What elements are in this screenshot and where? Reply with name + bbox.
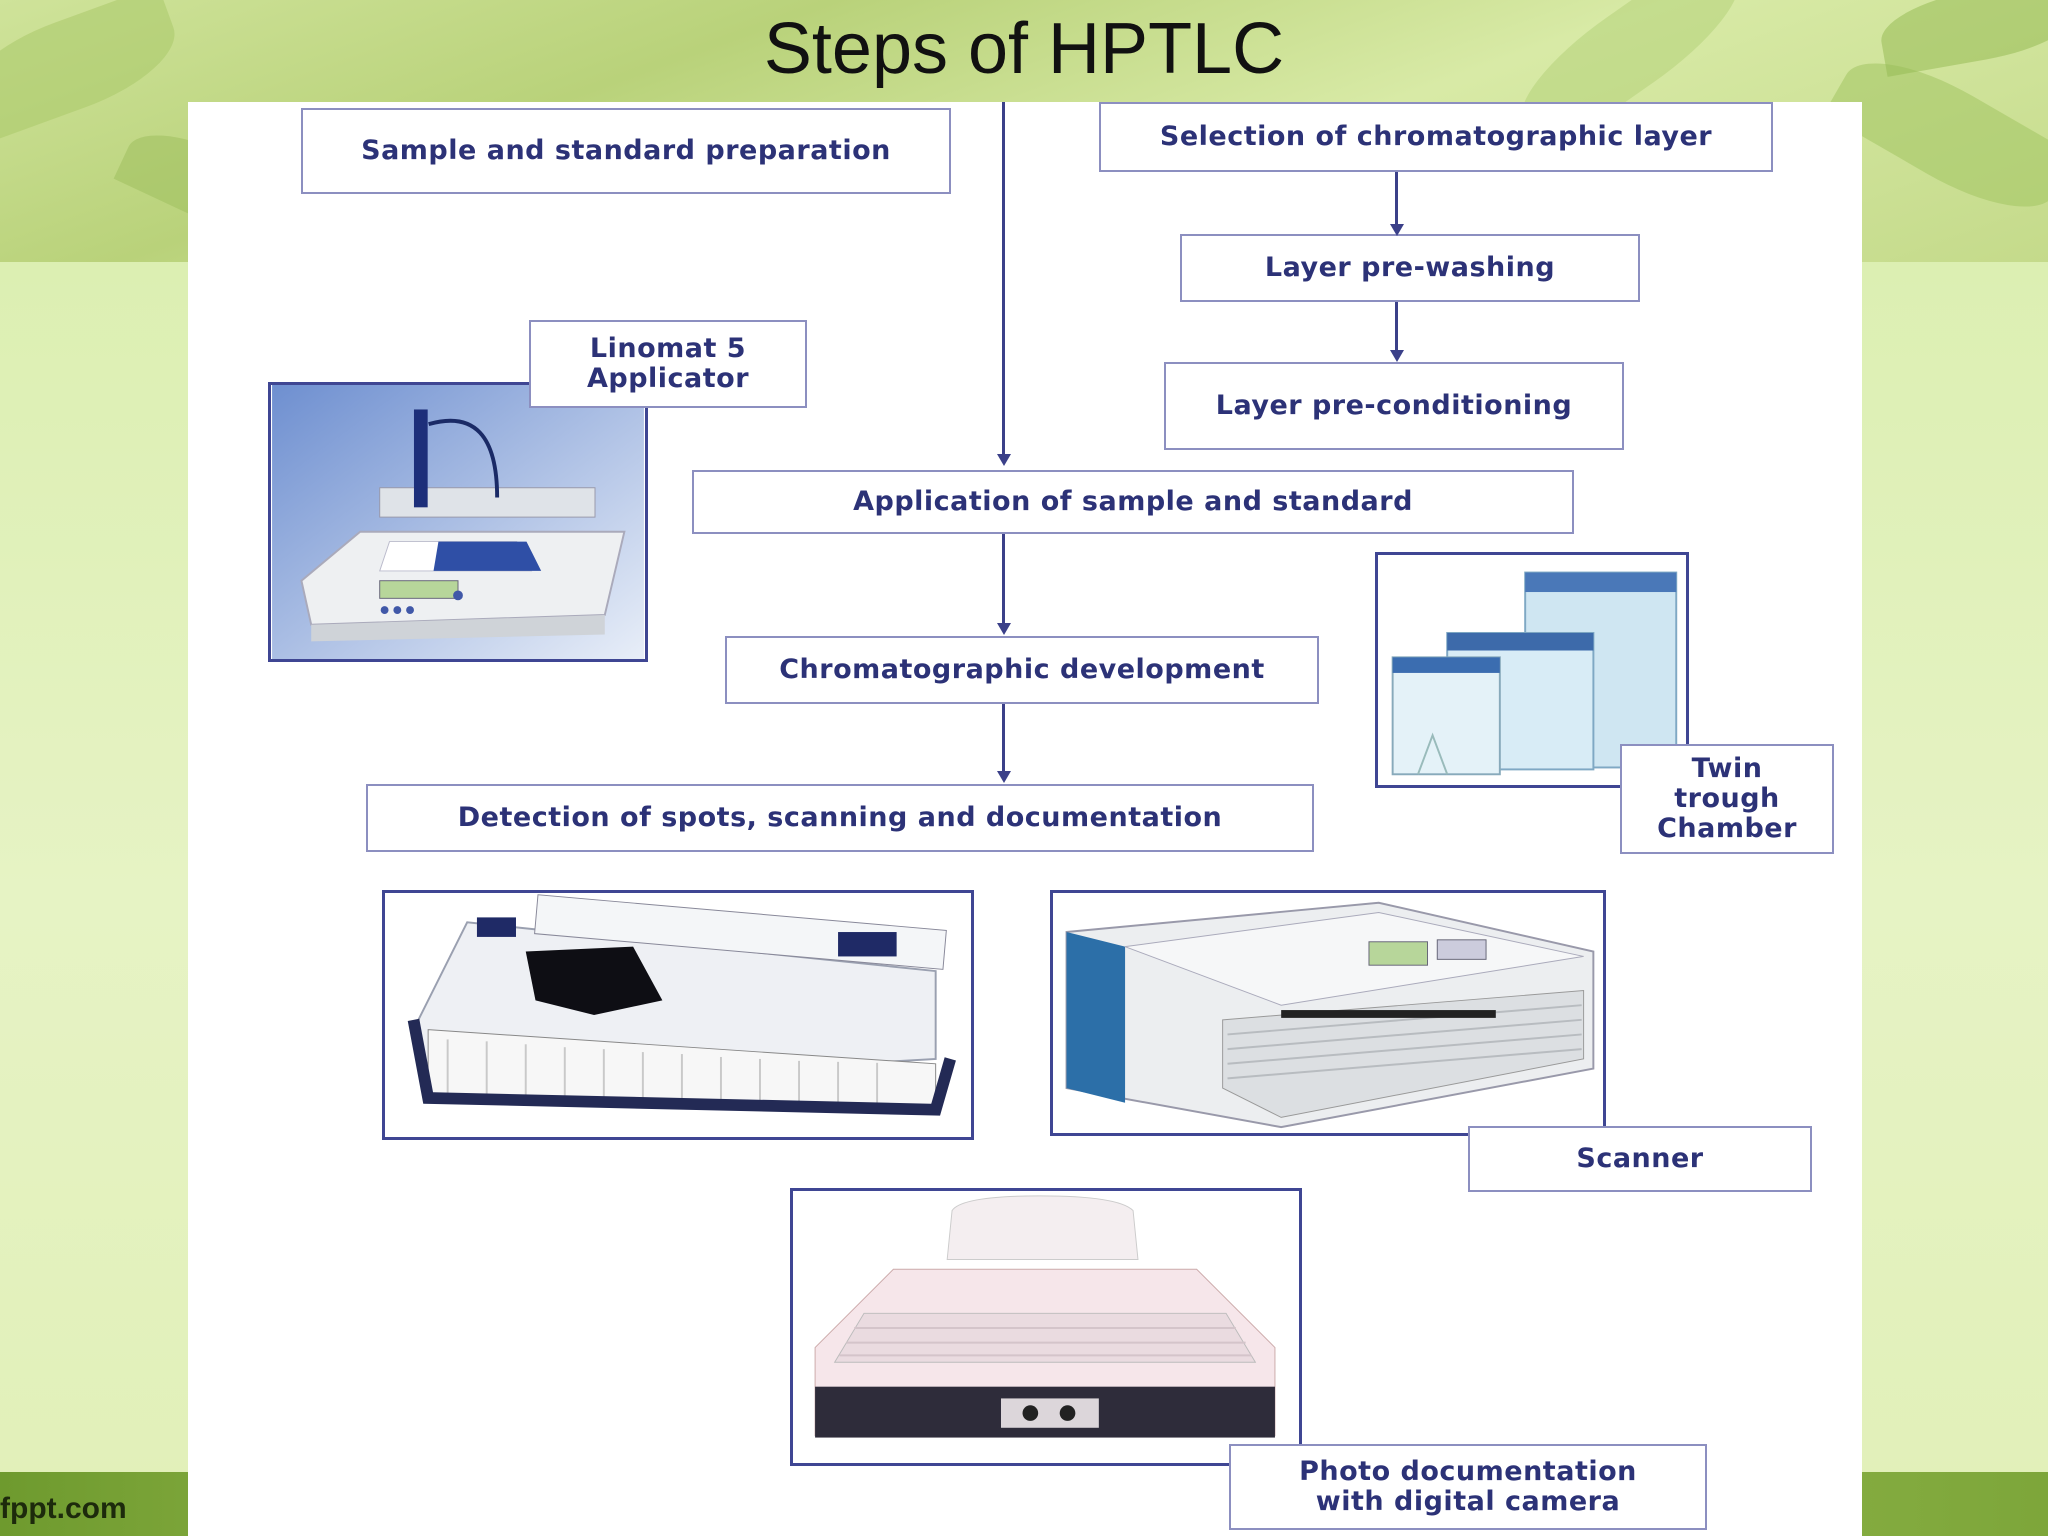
arrow-line [1002,102,1005,454]
step-chromatographic-development: Chromatographic development [725,636,1319,704]
step-sample-preparation: Sample and standard preparation [301,108,951,194]
label-chamber-line2: trough [1674,783,1780,814]
footer-brand: fppt.com [0,1492,127,1525]
label-chamber-line1: Twin [1691,753,1763,784]
label-scanner: Scanner [1468,1126,1812,1192]
photo-documentation-image [790,1188,1302,1466]
arrow-head [1390,224,1404,236]
arrow-head [1390,350,1404,362]
step-layer-preconditioning: Layer pre-conditioning [1164,362,1624,450]
label-photo-line1: Photo documentation [1299,1456,1637,1487]
label-photo-line2: with digital camera [1315,1486,1621,1517]
step-detection-documentation: Detection of spots, scanning and documen… [366,784,1314,852]
arrow-head [997,771,1011,783]
label-linomat-applicator: Linomat 5 Applicator [529,320,807,408]
step-layer-prewashing: Layer pre-washing [1180,234,1640,302]
twin-trough-chamber-image [1375,552,1689,788]
label-twin-trough-chamber: Twin trough Chamber [1620,744,1834,854]
label-linomat-line1: Linomat 5 [589,333,747,364]
arrow-head [997,623,1011,635]
arrow-line [1395,172,1398,226]
step-layer-selection: Selection of chromatographic layer [1099,102,1773,172]
slide-title: Steps of HPTLC [763,9,1285,89]
tlc-visualizer-image [382,890,974,1140]
step-sample-application: Application of sample and standard [692,470,1574,534]
label-linomat-line2: Applicator [586,363,750,394]
diagram-panel: Sample and standard preparation Selectio… [188,102,1862,1536]
arrow-line [1002,534,1005,624]
label-photo-documentation: Photo documentation with digital camera [1229,1444,1707,1530]
label-chamber-line3: Chamber [1657,813,1797,844]
scanner-image [1050,890,1606,1136]
arrow-line [1395,302,1398,352]
arrow-line [1002,704,1005,772]
linomat-applicator-image [268,382,648,662]
arrow-head [997,454,1011,466]
